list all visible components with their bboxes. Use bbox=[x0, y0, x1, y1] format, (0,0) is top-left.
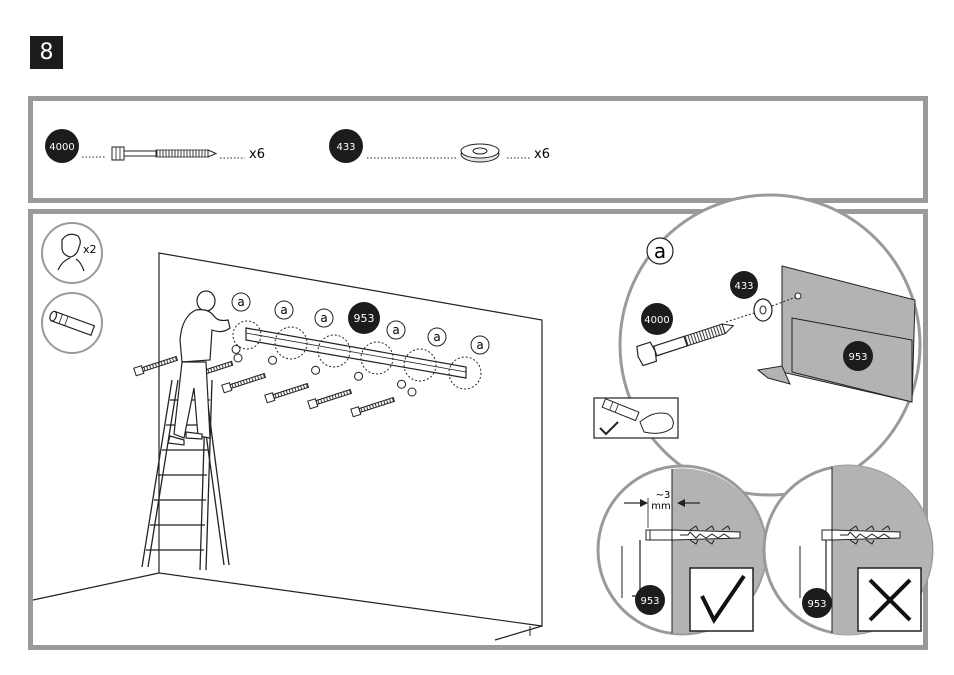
part-433-row: 433 x6 bbox=[329, 129, 550, 163]
washer-icon bbox=[460, 143, 500, 163]
cross-mark-icon bbox=[868, 578, 912, 622]
installer-person bbox=[167, 290, 231, 446]
wall-rail-953: 953 bbox=[245, 302, 467, 379]
detail-a-callout: a 4000 433 953 bbox=[618, 193, 922, 497]
wrong-rail-label: 953 bbox=[807, 599, 826, 610]
svg-text:a: a bbox=[280, 303, 287, 317]
wall-anchor-hint-icon bbox=[41, 292, 103, 354]
scene-rail-badge bbox=[348, 302, 380, 334]
people-count: x2 bbox=[83, 243, 97, 256]
check-mark-icon bbox=[700, 574, 746, 624]
lag-bolt-icon bbox=[111, 146, 218, 161]
gap-unit: mm bbox=[651, 501, 670, 512]
part-4000-quantity: x6 bbox=[249, 147, 265, 162]
scene-rail-label: 953 bbox=[354, 312, 375, 325]
svg-text:a: a bbox=[320, 311, 327, 325]
svg-text:a: a bbox=[237, 295, 244, 309]
detail-bolt-label: 4000 bbox=[644, 315, 669, 326]
scene-a-labels: a a a a a a bbox=[231, 292, 490, 355]
detail-bolt-badge bbox=[641, 303, 673, 335]
detail-washer-label: 433 bbox=[734, 281, 753, 292]
wrong-rail-badge bbox=[802, 588, 832, 618]
svg-text:a: a bbox=[433, 330, 440, 344]
two-people-required-icon: x2 bbox=[41, 222, 103, 284]
correct-rail-label: 953 bbox=[640, 596, 659, 607]
detail-rail-badge bbox=[843, 341, 873, 371]
part-433-badge bbox=[329, 129, 363, 163]
correct-installation-callout: ~3 mm 953 bbox=[596, 464, 768, 636]
svg-text:a: a bbox=[392, 323, 399, 337]
detail-rail-label: 953 bbox=[848, 352, 867, 363]
correct-check-box bbox=[689, 567, 754, 632]
correct-rail-badge bbox=[635, 585, 665, 615]
detail-a-marker: a bbox=[654, 239, 666, 263]
part-433-id: 433 bbox=[336, 142, 355, 153]
hand-tighten-check-icon bbox=[593, 397, 679, 439]
part-433-quantity: x6 bbox=[534, 147, 550, 162]
part-4000-id: 4000 bbox=[49, 142, 74, 153]
incorrect-installation-callout: 953 bbox=[762, 464, 934, 636]
gap-value: ~3 bbox=[656, 490, 671, 501]
scene-detail-markers bbox=[232, 320, 482, 390]
part-4000-badge bbox=[45, 129, 79, 163]
detail-washer-badge bbox=[730, 271, 758, 299]
step-number-badge: 8 bbox=[30, 36, 63, 69]
part-4000-row: 4000 x6 bbox=[45, 129, 265, 163]
svg-text:a: a bbox=[476, 338, 483, 352]
